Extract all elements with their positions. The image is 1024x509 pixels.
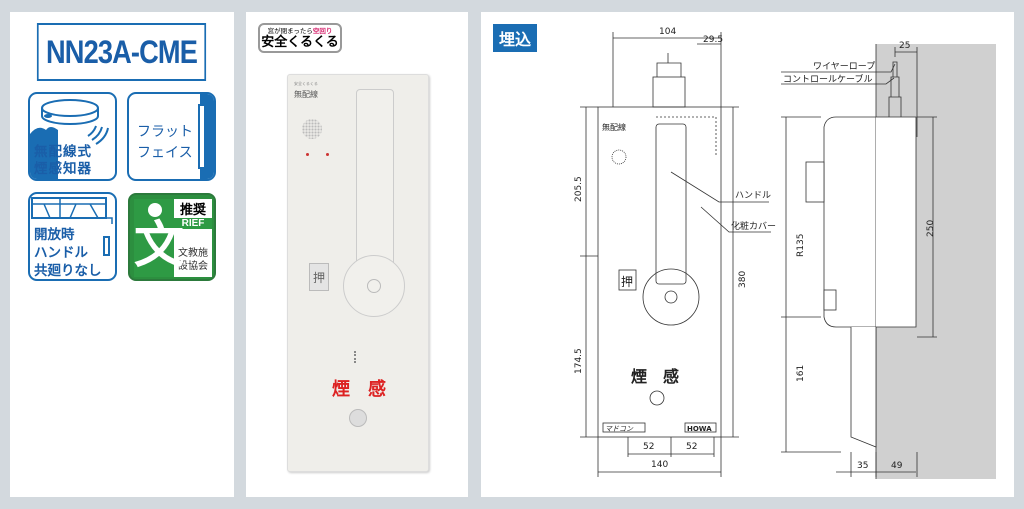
dim-lines: [612, 32, 722, 107]
dim-height: 380: [738, 271, 748, 288]
window-icon: [31, 197, 113, 224]
slogan-highlight: 空回り: [312, 27, 333, 35]
dim-side-top: 25: [899, 41, 910, 51]
front-dimension-labels: 104 29.5 205.5 174.5 380 52 52 140 ハンドル …: [574, 27, 776, 470]
rief-mid: RIEF: [174, 218, 212, 229]
technical-drawing: 104 29.5 205.5 174.5 380 52 52 140 ハンドル …: [574, 27, 996, 479]
badge-line: 開放時: [34, 227, 75, 243]
dim-half-left: 52: [643, 442, 654, 452]
dim-top-width: 104: [659, 27, 676, 37]
dim-r: R135: [796, 234, 806, 257]
product-photo-panel: 窓が閉まったら空回り 安全くるくる 安全くるくる 無配線 押 煙 感: [246, 12, 468, 497]
device-photo: 安全くるくる 無配線 押 煙 感: [287, 74, 429, 472]
dim-side-upper: 250: [926, 220, 936, 237]
logo-howa: HOWA: [687, 425, 712, 433]
section-tag: 埋込: [493, 24, 538, 52]
rief-line: 文教施: [178, 248, 208, 259]
handle[interactable]: [356, 89, 394, 279]
dim-depth-front: 35: [857, 461, 868, 471]
dim-lower: 174.5: [574, 348, 584, 374]
speaker-icon: [302, 119, 322, 139]
device-small-text: 安全くるくる: [294, 81, 318, 86]
badge-line: フラット: [137, 124, 193, 140]
label-device: 無配線: [602, 122, 626, 132]
badge-line: 無配線式: [34, 144, 92, 160]
dim-upper: 205.5: [574, 176, 584, 202]
label-push: 押: [621, 275, 633, 289]
label-cover: 化粧カバー: [731, 220, 776, 232]
dim-width: 140: [651, 460, 668, 470]
label-handle: ハンドル: [735, 191, 771, 201]
label-smoke: 煙 感: [631, 367, 679, 386]
wireless-smoke-detector-badge: 無配線式 煙感知器: [28, 92, 117, 181]
label-wire: ワイヤーロープ: [813, 61, 875, 72]
drawing-panel: 埋込: [481, 12, 1014, 497]
badge-line: ハンドル: [34, 245, 88, 261]
badge-line: フェイス: [137, 145, 193, 161]
side-dimension-labels: 25 R135 250 161 35 49 ワイヤーロープ コントロールケーブル: [783, 41, 936, 471]
slogan-badge: 窓が閉まったら空回り 安全くるくる: [258, 23, 342, 53]
model-number: NN23A-CME: [36, 23, 207, 81]
rief-top: 推奨: [179, 203, 206, 218]
rief-recommended-badge: 推奨 RIEF 文教施 設協会 文: [128, 193, 216, 281]
smoke-label: 煙 感: [332, 379, 386, 400]
slogan-small: 窓が閉まったら: [267, 27, 313, 35]
smoke-detector-icon: [30, 99, 109, 179]
dim-side-lower: 161: [796, 365, 806, 382]
dim-depth-back: 49: [891, 461, 903, 471]
badge-line: 共廻りなし: [34, 263, 102, 279]
flat-face-badge: フラット フェイス: [127, 92, 216, 181]
dim-half-right: 52: [686, 442, 697, 452]
badge-line: 煙感知器: [34, 161, 92, 177]
handle-no-rotation-badge: 開放時 ハンドル 共廻りなし: [28, 192, 117, 281]
label-cable: コントロールケーブル: [783, 73, 872, 85]
features-panel: NN23A-CME 無配線式 煙感知器 フラット フェイス 開放時: [10, 12, 234, 497]
dim-top-offset: 29.5: [703, 35, 723, 45]
rief-logo-icon: 文: [134, 216, 184, 274]
rief-line: 設協会: [178, 261, 208, 272]
smoke-sensor: [349, 409, 367, 427]
test-button[interactable]: 押: [309, 263, 329, 291]
handle-icon: [103, 236, 110, 256]
slogan-large: 安全くるくる: [261, 35, 339, 50]
device-label: 無配線: [294, 90, 318, 99]
logo-madokon: マドコン: [605, 425, 634, 433]
front-outline: [597, 106, 722, 438]
